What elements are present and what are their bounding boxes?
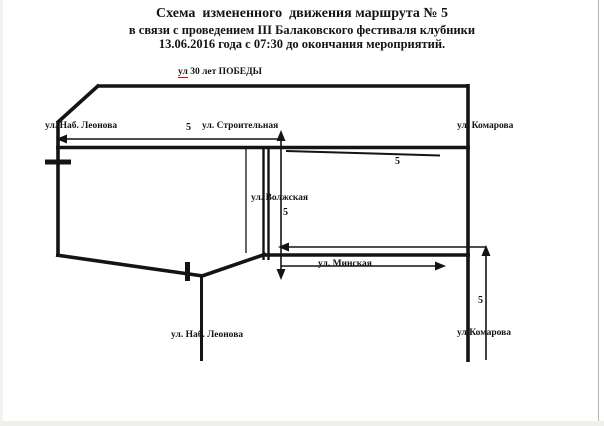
street-label-pobedy: ул 30 лет ПОБЕДЫ	[178, 67, 262, 78]
route-number-komarova: 5	[478, 295, 483, 306]
title-line-3: 13.06.2016 года с 07:30 до окончания мер…	[158, 37, 446, 52]
title-line-1: Схема измененного движения маршрута № 5	[156, 6, 448, 21]
street-line-pobedy-diagonal	[55, 83, 101, 125]
route-number-volzhskaya: 5	[283, 207, 288, 218]
street-label-minskaya: ул. Минская	[318, 259, 372, 269]
street-label-komarova-bottom: ул.Комарова	[457, 328, 512, 338]
street-label-stroitelnaya: ул. Строительная	[202, 121, 279, 131]
street-label-nab-leonova-top: ул. Наб. Леонова	[45, 121, 118, 131]
arrowhead-north-volzhskaya	[276, 130, 286, 141]
arrowhead-north-komarova	[481, 245, 491, 256]
route-line-stroitelnaya-east	[285, 150, 441, 157]
street-label-nab-leonova-bottom: ул. Наб. Леонова	[171, 330, 244, 340]
arrowhead-west-minskaya	[278, 242, 289, 252]
street-label-volzhskaya: ул. Волжская	[251, 193, 309, 203]
scheme-title: Схема измененного движения маршрута № 5 …	[0, 6, 604, 52]
route-number-stroitelnaya-east: 5	[395, 156, 400, 167]
street-line-minskaya-approach	[201, 252, 267, 278]
route-number-stroitelnaya: 5	[186, 122, 191, 133]
street-label-komarova-top: ул. Комарова	[457, 121, 514, 131]
page-edge-left	[0, 0, 3, 426]
arrowhead-west-stroitelnaya	[56, 134, 67, 144]
arrowhead-east-minskaya	[435, 261, 446, 271]
spellcheck-underline: ул	[178, 67, 188, 78]
page-edge-bottom	[0, 421, 604, 426]
street-line-nab-leonova-slant	[55, 253, 204, 278]
title-line-2: в связи с проведением III Балаковского ф…	[128, 22, 476, 37]
arrowhead-south-volzhskaya	[276, 269, 286, 280]
